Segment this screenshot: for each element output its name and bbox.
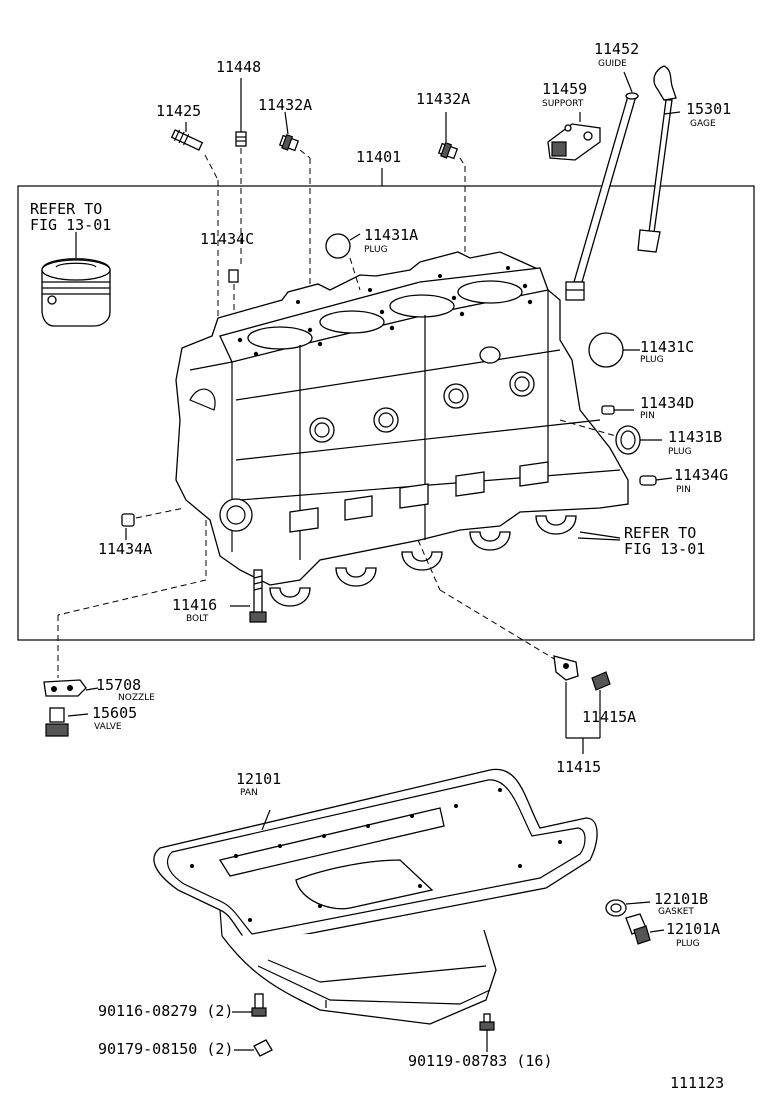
label-11434g-desc: PIN xyxy=(676,485,691,495)
label-15605-desc: VALVE xyxy=(94,722,122,732)
oil-jet-11415-part xyxy=(553,655,579,681)
valve-15605-part xyxy=(45,707,69,737)
label-90119: 90119-08783 (16) xyxy=(408,1052,553,1070)
plug-11432a-left-part xyxy=(278,133,300,152)
guide-11452-part xyxy=(565,92,639,301)
oil-pan-12101 xyxy=(153,768,598,1025)
pin-11434a-part xyxy=(121,513,135,527)
block-assembly-frame xyxy=(17,185,755,641)
plug-12101a-part xyxy=(625,913,651,945)
plug-11431b-part xyxy=(615,425,641,455)
label-refer-right-line2: FIG 13-01 xyxy=(624,540,705,558)
label-11431a-desc: PLUG xyxy=(364,245,388,255)
label-11415a: 11415A xyxy=(582,708,636,726)
label-11415: 11415 xyxy=(556,758,601,776)
pin-11434c-part xyxy=(228,269,239,283)
plug-11432a-right-part xyxy=(437,141,459,160)
label-15708-desc: NOZZLE xyxy=(118,693,155,703)
pin-11434d-part xyxy=(601,405,615,415)
bolt-90119-part xyxy=(479,1013,495,1031)
label-11432a-left: 11432A xyxy=(258,96,312,114)
label-11431b-desc: PLUG xyxy=(668,447,692,457)
label-refer-top-line2: FIG 13-01 xyxy=(30,216,111,234)
label-11452-desc: GUIDE xyxy=(598,59,627,69)
label-11434g: 11434G xyxy=(674,466,728,484)
label-11434a: 11434A xyxy=(98,540,152,558)
label-refer-top-line1: REFER TO xyxy=(30,200,102,218)
label-12101: 12101 xyxy=(236,770,281,788)
plug-11431c-part xyxy=(588,332,624,368)
pin-11434g-part xyxy=(639,475,657,486)
piston-reference-illustration xyxy=(41,258,111,327)
cylinder-block-11401 xyxy=(175,251,629,586)
label-12101-desc: PAN xyxy=(240,788,258,798)
label-90179: 90179-08150 (2) xyxy=(98,1040,233,1058)
label-11431a: 11431A xyxy=(364,226,418,244)
label-11431c-desc: PLUG xyxy=(640,355,664,365)
bolt-11416-part xyxy=(249,569,267,623)
label-11452: 11452 xyxy=(594,40,639,58)
stud-11425-part xyxy=(170,129,204,151)
label-11401: 11401 xyxy=(356,148,401,166)
label-refer-right-line1: REFER TO xyxy=(624,524,696,542)
label-11416-desc: BOLT xyxy=(186,614,209,624)
plug-11431a-part xyxy=(325,233,351,259)
plug-11448-part xyxy=(235,131,247,147)
figure-number: 111123 xyxy=(670,1074,724,1092)
label-11416: 11416 xyxy=(172,596,217,614)
label-11434d: 11434D xyxy=(640,394,694,412)
label-11432a-right: 11432A xyxy=(416,90,470,108)
label-15301-desc: GAGE xyxy=(690,119,716,129)
main-bearing-shells xyxy=(269,515,577,607)
nozzle-15708-part xyxy=(43,679,87,697)
label-12101a: 12101A xyxy=(666,920,720,938)
label-11431c: 11431C xyxy=(640,338,694,356)
nut-90179-part xyxy=(253,1039,273,1057)
label-11459-desc: SUPPORT xyxy=(542,99,584,109)
label-11459: 11459 xyxy=(542,80,587,98)
label-11431b: 11431B xyxy=(668,428,722,446)
label-12101b-desc: GASKET xyxy=(658,907,694,917)
support-11459-part xyxy=(547,123,601,161)
label-11434c: 11434C xyxy=(200,230,254,248)
label-90116: 90116-08279 (2) xyxy=(98,1002,233,1020)
label-15605: 15605 xyxy=(92,704,137,722)
label-12101b: 12101B xyxy=(654,890,708,908)
oil-jet-bolt-11415a-part xyxy=(591,671,611,691)
label-11425: 11425 xyxy=(156,102,201,120)
label-15301: 15301 xyxy=(686,100,731,118)
gasket-12101b-part xyxy=(605,899,627,917)
label-11434d-desc: PIN xyxy=(640,411,655,421)
label-11448: 11448 xyxy=(216,58,261,76)
label-12101a-desc: PLUG xyxy=(676,939,700,949)
gage-15301-part xyxy=(637,65,677,253)
stud-90116-part xyxy=(251,993,267,1017)
label-15708: 15708 xyxy=(96,676,141,694)
